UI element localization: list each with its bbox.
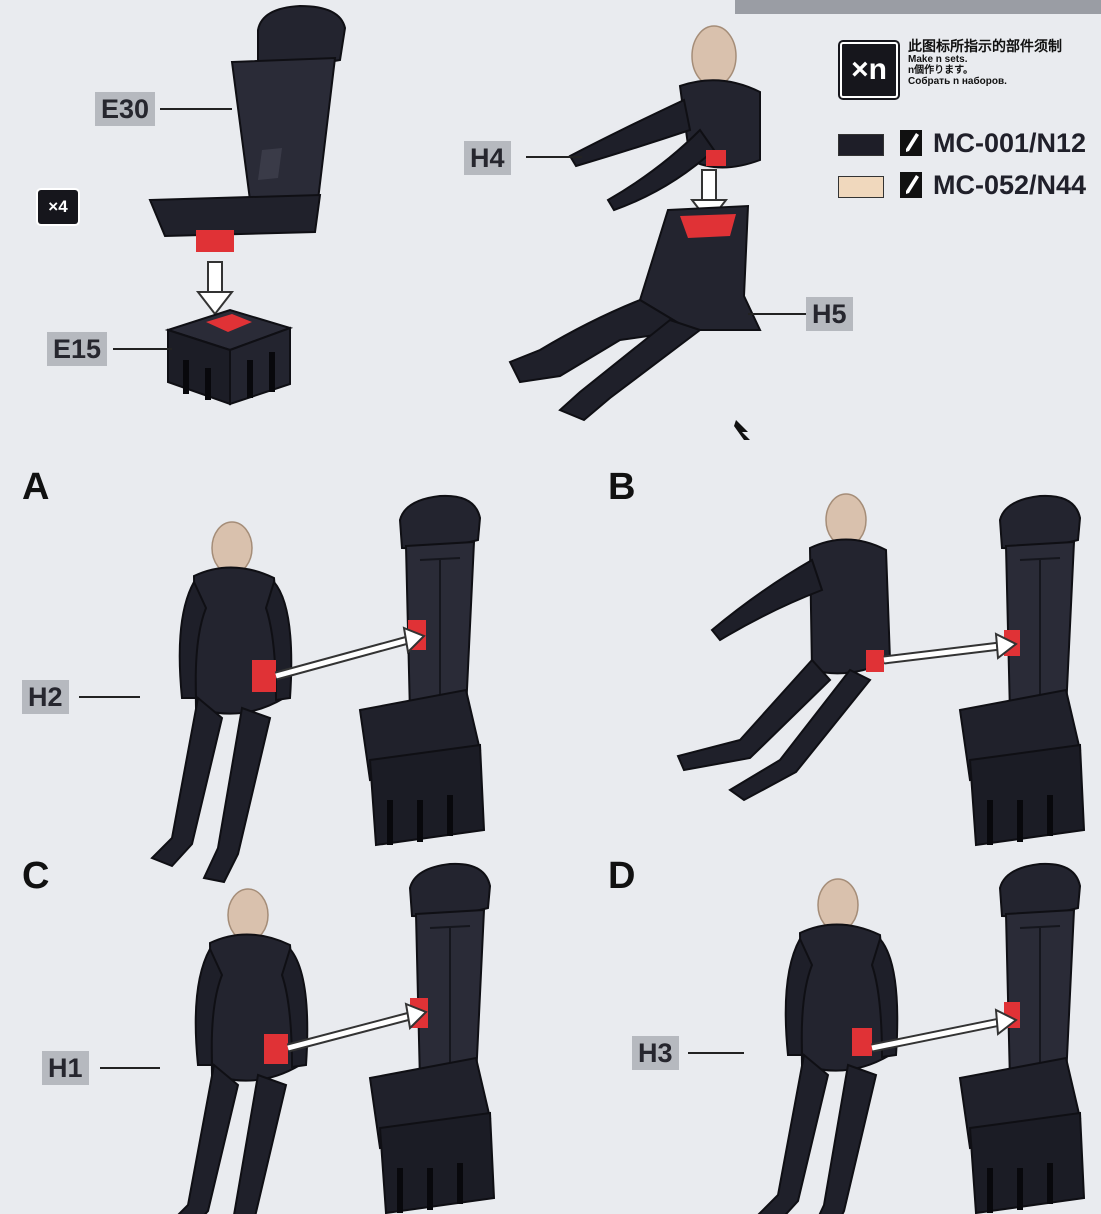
- step-label-a: A: [22, 466, 49, 509]
- step-label-b: B: [608, 466, 635, 509]
- step-label-c: C: [22, 855, 49, 898]
- direction-arrow: [734, 420, 750, 440]
- step-a-figure: [152, 522, 291, 882]
- step-b-figure: [678, 494, 890, 800]
- figure-lower-h5: [510, 206, 760, 420]
- part-label-h3: H3: [632, 1036, 679, 1070]
- step-c-seat: [370, 864, 494, 1213]
- assembly-arrow: [884, 634, 1016, 660]
- part-label-h1: H1: [42, 1051, 89, 1085]
- step-label-d: D: [608, 855, 635, 898]
- part-label-h2: H2: [22, 680, 69, 714]
- part-label-h4: H4: [464, 141, 511, 175]
- assembly-arrow: [198, 262, 232, 314]
- assembly-arrow: [276, 628, 424, 676]
- step-b-seat: [960, 496, 1084, 845]
- step-a-seat: [360, 496, 484, 845]
- figure-upper-h4: [570, 26, 760, 210]
- part-label-e30: E30: [95, 92, 155, 126]
- base-e15: [168, 310, 290, 404]
- seat-e30: [150, 6, 345, 252]
- step-c-figure: [168, 889, 307, 1214]
- part-label-h5: H5: [806, 297, 853, 331]
- step-d-seat: [960, 864, 1084, 1213]
- part-label-e15: E15: [47, 332, 107, 366]
- assembly-arrow: [288, 1004, 426, 1048]
